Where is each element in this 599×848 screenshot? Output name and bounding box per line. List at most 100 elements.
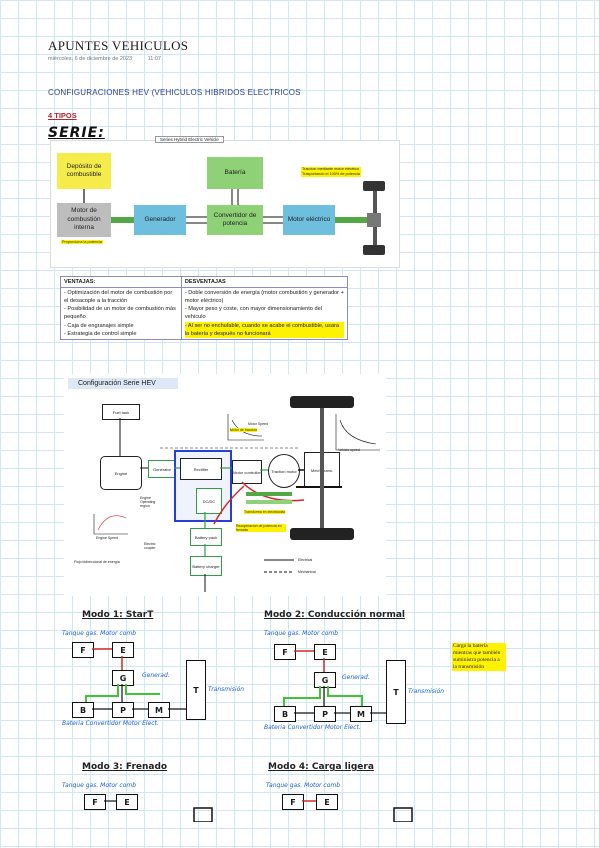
tipos-label: 4 TIPOS: [48, 111, 77, 120]
ventaja-item: - Caja de engranajes simple: [64, 322, 134, 329]
mode1-transmision-label: Transmisión: [208, 686, 245, 693]
desventaja-item-highlight: - Al ser no enchufable, cuando se acabe …: [184, 321, 344, 338]
note-proporciona: Proporciona la potencia: [61, 240, 103, 244]
mode2-bottom-labels: Bateria Convertidor Motor Elect.: [264, 724, 361, 731]
motor-elect-label: Motor Elect.: [324, 724, 361, 731]
desventajas-cell: - Doble conversión de energía (motor com…: [180, 287, 349, 340]
mode2-flow: [283, 650, 386, 714]
serie-heading: SERIE:: [48, 125, 105, 141]
motor-comb-label: Motor comb: [302, 630, 339, 637]
note-traccion-line1: Traccion mediante motor electrico: [302, 167, 360, 171]
mode4-title: Modo 4: Carga ligera: [268, 762, 374, 772]
motor-controller-box: Motor controller: [232, 460, 262, 484]
legend-mechanical: Mechanical: [298, 570, 316, 574]
electric-coupler-label: Electric coupler: [144, 542, 156, 550]
generador-box: Generador: [134, 205, 186, 235]
motor-comb-label: Motor comb: [100, 630, 137, 637]
convertidor-label: Convertidor: [287, 724, 323, 731]
mode1-generad-label: Generad.: [142, 672, 170, 679]
mode2-tanque-label: Tanque gas. Motor comb: [264, 630, 338, 637]
note-traccion: Traccion mediante motor electrico Traspo…: [301, 167, 361, 177]
mode1-bottom-labels: Bateria Convertidor Motor Elect.: [62, 720, 159, 727]
mode2-title: Modo 2: Conducción normal: [264, 610, 405, 620]
traction-motor-box: Traction motor: [268, 454, 300, 488]
bateria-label: Bateria: [62, 720, 84, 727]
motor-combustion-box: Motor de combustión interna: [57, 203, 111, 237]
dc-dc-box: DC/DC: [196, 488, 222, 514]
section-title: CONFIGURACIONES HEV (VEHICULOS HIBRIDOS …: [48, 88, 301, 97]
motor-speed-label: Motor Speed: [248, 422, 269, 426]
engine-speed-label: Engine Speed: [96, 536, 118, 540]
mode1-e-box: E: [112, 642, 134, 658]
mode2-t-box: T: [386, 660, 406, 724]
diagram2-title: Configuración Serie HEV: [68, 378, 178, 389]
bateria-box: Batería: [207, 157, 263, 189]
date-text: miércoles, 6 de diciembre de 2023: [48, 56, 133, 62]
mode4-tanque-label: Tanque gas. Motor comb: [266, 782, 340, 789]
tanque-label: Tanque gas.: [62, 782, 99, 789]
note-traccion-line2: Trasportando el 100% de potencia: [302, 171, 360, 176]
mode2-e-box: E: [314, 644, 336, 660]
desventajas-header: DESVENTAJAS: [180, 275, 349, 289]
mode1-b-box: B: [72, 702, 94, 718]
convertidor-label: Convertidor: [85, 720, 121, 727]
engine-box: Engine: [100, 456, 142, 490]
mode2-m-box: M: [350, 706, 372, 722]
mode1-tanque-label: Tanque gas. Motor comb: [62, 630, 136, 637]
diagram1-connectors: [83, 181, 385, 255]
ventajas-desventajas-table: VENTAJAS: DESVENTAJAS - Optimización del…: [60, 275, 349, 340]
mode3-tanque-label: Tanque gas. Motor comb: [62, 782, 136, 789]
motor-comb-label: Motor comb: [100, 782, 137, 789]
mode2-diagram: Tanque gas. Motor comb F E G B P M T Gen…: [262, 630, 462, 740]
vehicle-speed-label: Vehicle speed: [338, 448, 360, 452]
page-title: APUNTES VEHICULOS: [48, 38, 189, 53]
mode4-flow: [302, 800, 413, 822]
mode4-diagram: Tanque gas. Motor comb F E: [264, 782, 464, 822]
motor-elect-label: Motor Elect.: [122, 720, 159, 727]
tanque-label: Tanque gas.: [264, 630, 301, 637]
mode2-g-box: G: [314, 672, 336, 688]
mode2-note: Carga la batería mientras que también su…: [452, 643, 506, 671]
time-text: 11:07: [147, 56, 161, 62]
bateria-label: Bateria: [264, 724, 286, 731]
rectifier-box: Rectifier: [180, 458, 222, 480]
diagram2-connectors: [93, 396, 380, 592]
hl-bat: Transforma en electricidad: [244, 510, 286, 514]
note-bidireccional: Flujo bidireccional de energía: [74, 560, 120, 564]
motor-comb-label: Motor comb: [304, 782, 341, 789]
mode4-f-box: F: [282, 794, 304, 810]
mode1-f-box: F: [72, 642, 94, 658]
hl-traccion: Motor de traccion: [230, 428, 258, 432]
ventajas-cell: - Optimización del motor de combustión p…: [60, 287, 182, 340]
operating-region-label: Engine Operating region: [140, 496, 156, 508]
mode2-p-box: P: [314, 706, 336, 722]
ventajas-header: VENTAJAS:: [60, 275, 182, 289]
diagram-caption: Series Hybrid Electric Vehicle: [155, 136, 224, 143]
legend-electrical: Electrical: [298, 558, 313, 562]
serie-hev-diagram: Configuración Serie HEV Fuel tank Engine…: [64, 374, 386, 596]
mode3-flow: [104, 800, 213, 822]
mode1-title: Modo 1: StarT: [82, 610, 154, 620]
hl-potencia: Recuperacion de potencia en frenada: [236, 524, 286, 532]
ventaja-item: - Optimización del motor de combustión p…: [64, 290, 173, 305]
page-date: miércoles, 6 de diciembre de 2023 11:07: [48, 56, 175, 62]
mode1-flow: [85, 648, 186, 710]
battery-charger-box: Battery charger: [190, 556, 222, 576]
desventaja-item: - Doble conversión de energía (motor com…: [184, 290, 344, 305]
tanque-label: Tanque gas.: [266, 782, 303, 789]
mode3-e-box: E: [116, 794, 138, 810]
fuel-tank-box: Fuel tank: [102, 404, 140, 420]
series-hybrid-diagram: Series Hybrid Electric Vehicle Depósito …: [50, 136, 400, 268]
mode2-generad-label: Generad.: [342, 674, 370, 681]
mode1-g-box: G: [112, 670, 134, 686]
mode3-f-box: F: [84, 794, 106, 810]
ventaja-item: - Posibilidad de un motor de combustión …: [64, 306, 176, 321]
tanque-label: Tanque gas.: [62, 630, 99, 637]
mode1-diagram: Tanque gas. Motor comb F E G B P M T Gen…: [60, 630, 260, 740]
convertidor-box: Convertidor de potencia: [207, 205, 263, 235]
mode3-diagram: Tanque gas. Motor comb F E: [60, 782, 260, 822]
deposito-box: Depósito de combustible: [57, 153, 111, 189]
mode1-t-box: T: [186, 660, 206, 720]
mode2-b-box: B: [274, 706, 296, 722]
ventaja-item: - Estrategia de control simple: [64, 330, 137, 337]
